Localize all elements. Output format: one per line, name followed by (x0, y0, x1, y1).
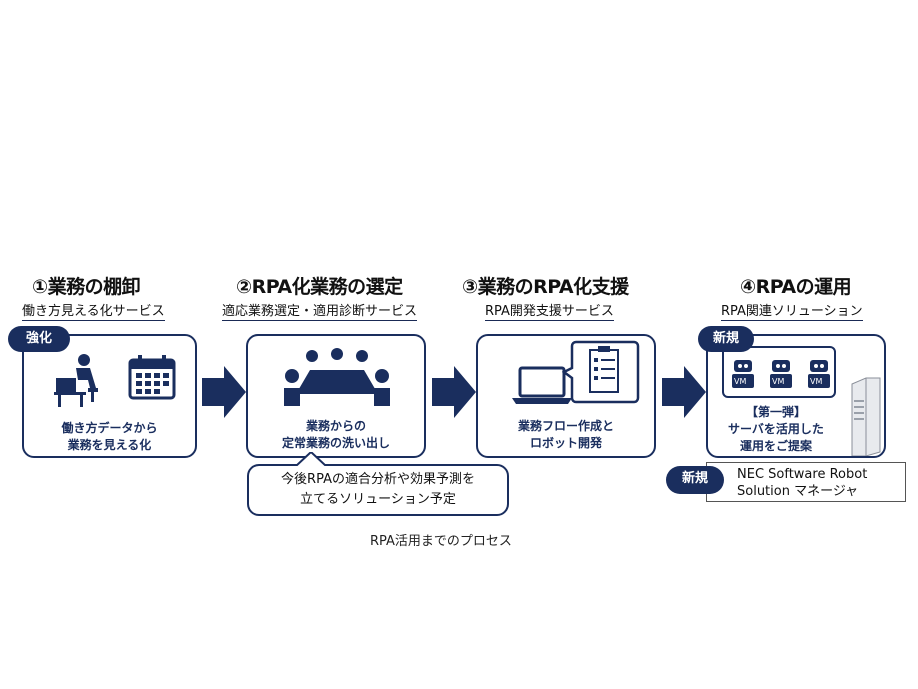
callout-line2: 立てるソリューション予定 (249, 490, 507, 510)
step2-card-line1: 業務からの (248, 418, 424, 435)
step3-title: ③業務のRPA化支援 (462, 272, 629, 299)
callout-pointer (296, 452, 326, 466)
meeting-icon (282, 348, 392, 406)
nec-product-box: NEC Software Robot Solution マネージャ (706, 462, 906, 502)
server-icon (848, 376, 882, 456)
checklist-speech-bubble-icon (562, 340, 640, 410)
step2-title: ②RPA化業務の選定 (236, 272, 403, 299)
nec-line2: Solution マネージャ (737, 483, 905, 500)
step3-subtitle: RPA開発支援サービス (485, 300, 614, 321)
step2-subtitle: 適応業務選定・適用診断サービス (222, 300, 417, 321)
step4-card-line2: サーバを活用した (708, 421, 844, 438)
step2-card: 業務からの 定常業務の洗い出し (246, 334, 426, 458)
arrow-right-icon (202, 366, 246, 418)
nec-badge: 新規 (666, 466, 724, 494)
step3-card-line1: 業務フロー作成と (478, 418, 654, 435)
step2-card-line2: 定常業務の洗い出し (248, 435, 424, 452)
step1-subtitle: 働き方見える化サービス (22, 300, 165, 321)
step4-card-line1: 【第一弾】 (708, 404, 844, 421)
step1-card: 働き方データから 業務を見える化 (22, 334, 197, 458)
step1-title: ①業務の棚卸 (32, 272, 140, 299)
vm-label: VM (810, 377, 822, 386)
vm-label: VM (734, 377, 746, 386)
future-solution-callout: 今後RPAの適合分析や効果予測を 立てるソリューション予定 (247, 464, 509, 516)
arrow-right-icon (662, 366, 706, 418)
step1-card-line1: 働き方データから (24, 420, 195, 437)
calendar-icon (128, 354, 176, 400)
diagram-caption: RPA活用までのプロセス (370, 530, 512, 549)
step4-card: VM VM VM 【第一弾】 サーバを活用した 運用をご提案 (706, 334, 886, 458)
callout-line1: 今後RPAの適合分析や効果予測を (249, 470, 507, 490)
vm-label: VM (772, 377, 784, 386)
step4-subtitle: RPA関連ソリューション (721, 300, 863, 321)
step4-card-line3: 運用をご提案 (708, 438, 844, 455)
step4-title: ④RPAの運用 (740, 272, 851, 299)
step3-card-line2: ロボット開発 (478, 435, 654, 452)
arrow-right-icon (432, 366, 476, 418)
step4-badge: 新規 (698, 326, 754, 352)
step3-card: 業務フロー作成と ロボット開発 (476, 334, 656, 458)
nec-line1: NEC Software Robot (737, 466, 905, 483)
worker-at-desk-icon (52, 352, 108, 408)
step1-badge: 強化 (8, 326, 70, 352)
step1-card-line2: 業務を見える化 (24, 437, 195, 454)
vm-robots-panel: VM VM VM (722, 346, 836, 398)
